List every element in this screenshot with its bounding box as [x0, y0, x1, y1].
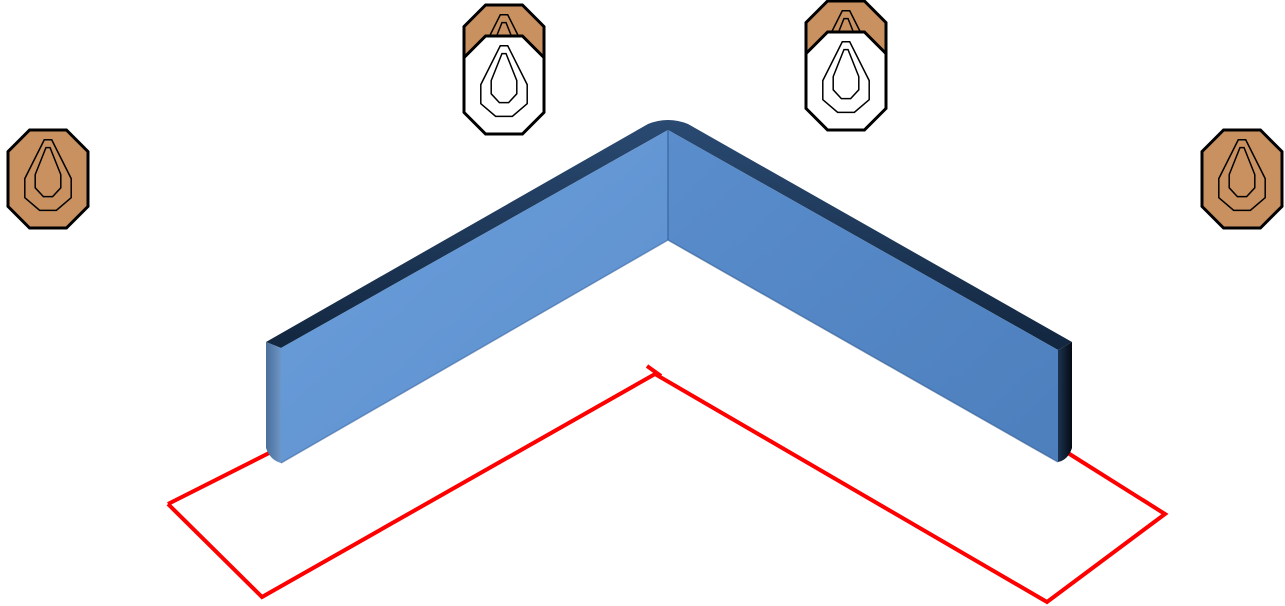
no-shoot-target-icon	[462, 34, 546, 136]
target-inner-zone	[34, 146, 62, 198]
fault-line-icon	[166, 364, 1169, 605]
octagon-target-icon	[6, 128, 90, 230]
no-shoot-target-icon	[804, 30, 888, 132]
target-inner-zone	[490, 52, 518, 104]
target-inner-zone	[832, 48, 860, 100]
barricade-wall-icon	[266, 120, 1072, 464]
octagon-target-icon	[1200, 128, 1284, 230]
targets-group	[6, 0, 1284, 230]
target-inner-zone	[1228, 146, 1256, 198]
